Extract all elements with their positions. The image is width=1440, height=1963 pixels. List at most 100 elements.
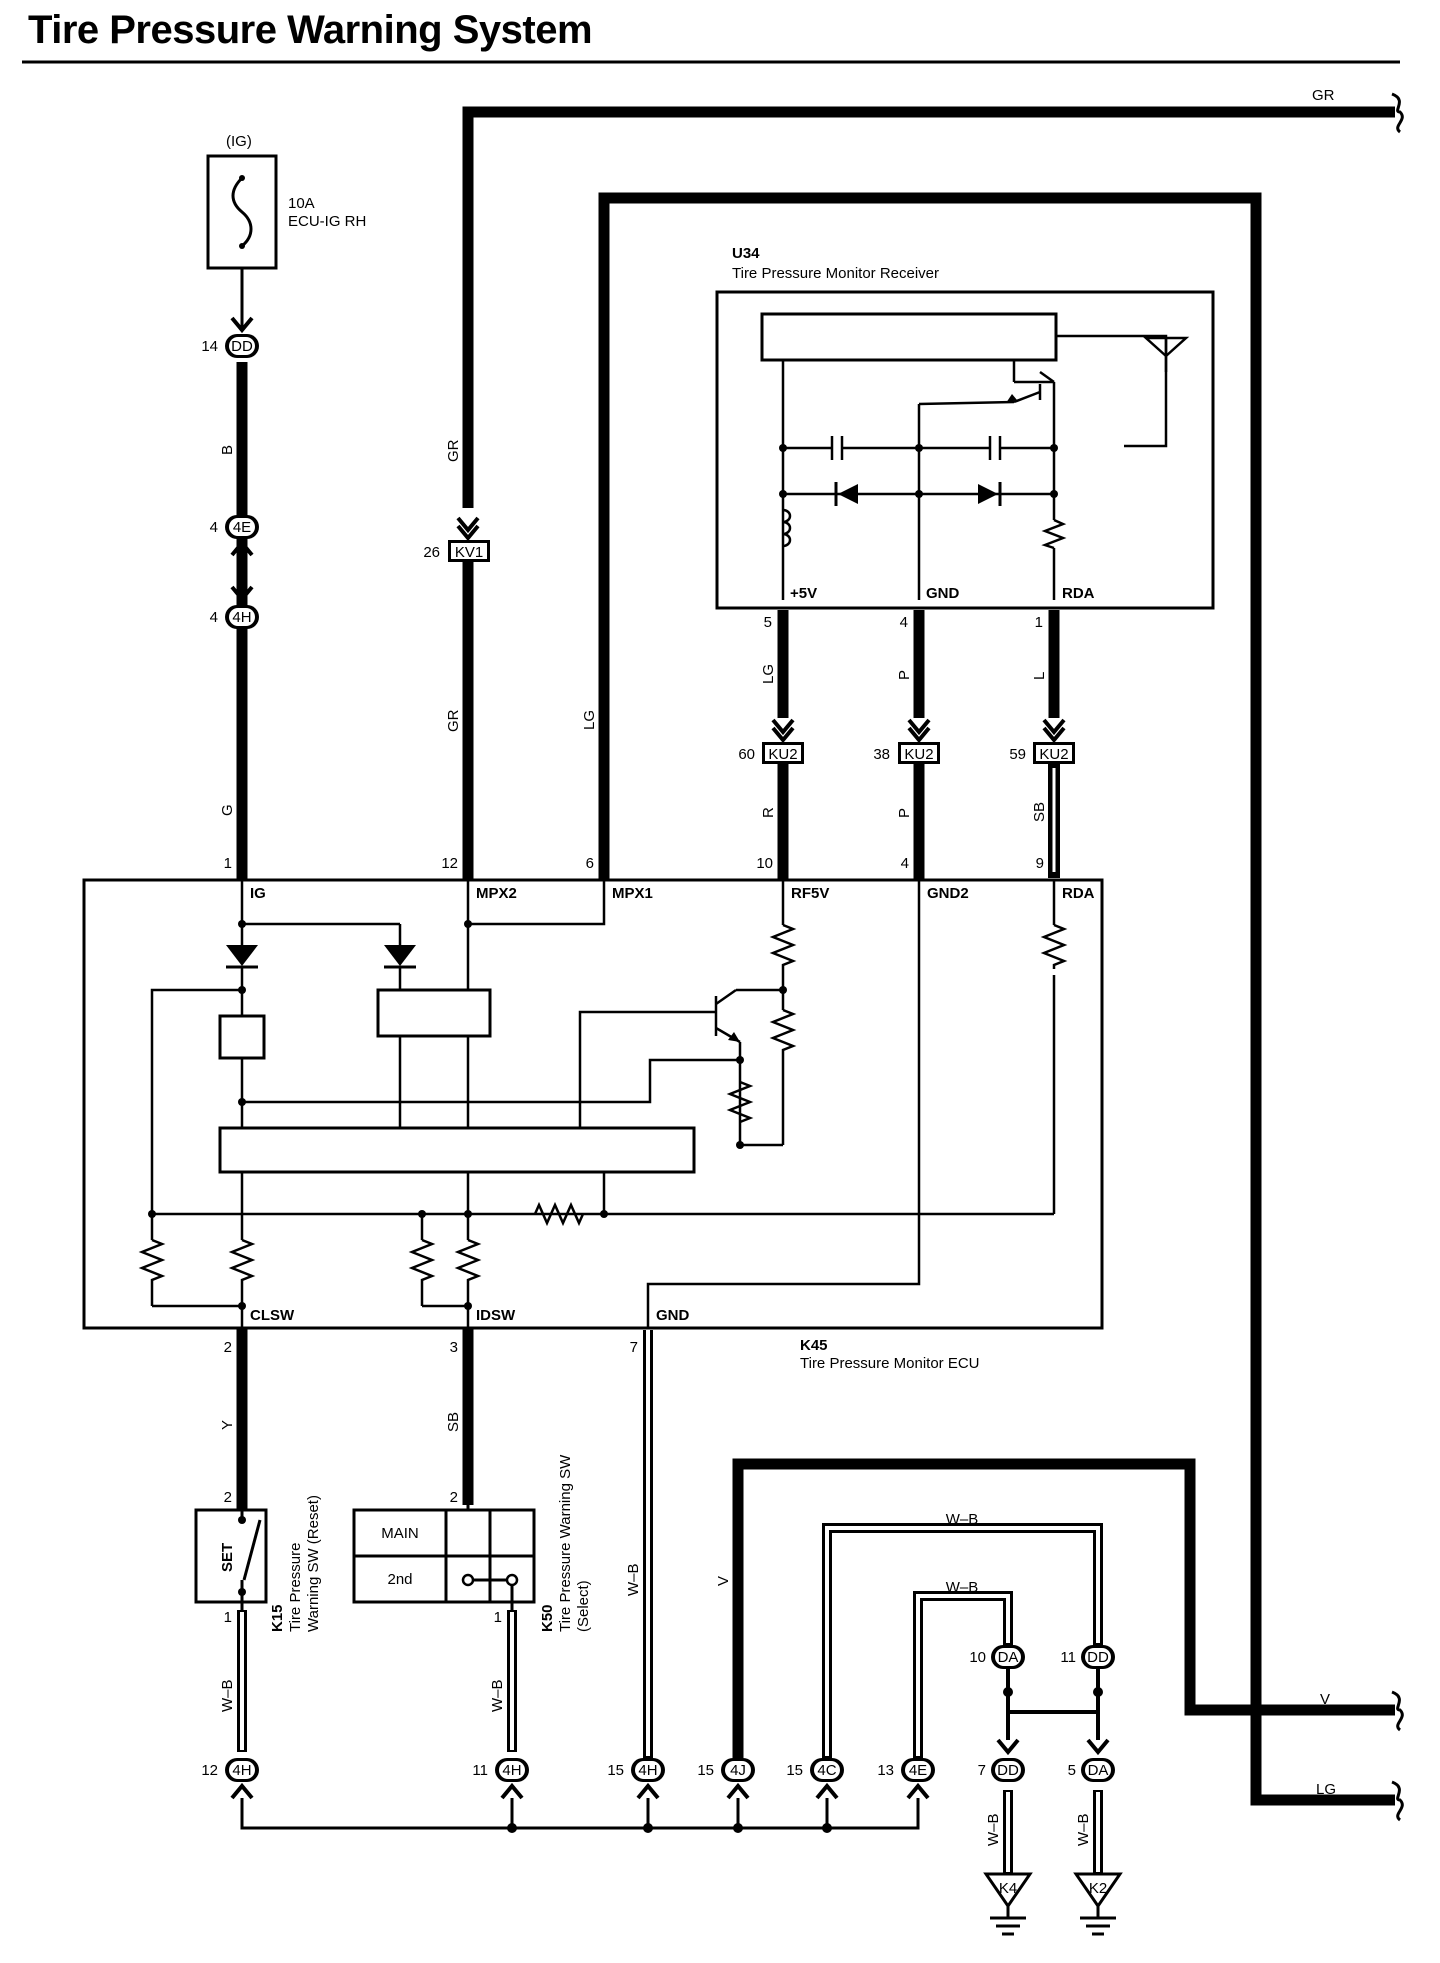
ecu-term-rda: RDA (1062, 885, 1095, 902)
ecu-name: Tire Pressure Monitor ECU (800, 1355, 980, 1372)
wire-label-lg-mpx1: LG (581, 710, 598, 730)
svg-text:KV1: KV1 (455, 544, 483, 561)
svg-text:59: 59 (1009, 746, 1026, 763)
connector-kv1-26: KV1 26 (423, 516, 490, 562)
wire-label-wb-k4: W–B (985, 1813, 1002, 1846)
wire-label-v-right: V (1320, 1691, 1330, 1708)
ecu-term-mpx1: MPX1 (612, 885, 653, 902)
ecu-k45 (82, 878, 1104, 1330)
wire-label-gr-upper: GR (445, 439, 462, 462)
receiver-term-5v: +5V (790, 585, 817, 602)
connector-4h-15: 4H 15 (607, 1758, 665, 1800)
wire-label-p-rcv: P (896, 670, 913, 680)
ecu-term-gnd: GND (656, 1307, 690, 1324)
wire-label-y: Y (219, 1420, 236, 1430)
switch-set-label: SET (219, 1543, 236, 1572)
k50-name-1: Tire Pressure Warning SW (557, 1454, 574, 1632)
svg-text:13: 13 (877, 1762, 894, 1779)
connector-da-10: DA 10 (969, 1645, 1025, 1669)
svg-text:DA: DA (998, 1649, 1019, 1666)
connector-dd-7: DD 7 (978, 1758, 1025, 1782)
ecu-code: K45 (800, 1337, 828, 1354)
connector-da-5: DA 5 (1068, 1758, 1115, 1782)
wire-label-r: R (760, 807, 777, 818)
fuse-source-label: (IG) (226, 133, 252, 150)
svg-text:4E: 4E (909, 1762, 927, 1779)
k15-name-2: Warning SW (Reset) (305, 1495, 322, 1632)
connector-4h-11: 4H 11 (472, 1758, 529, 1800)
ecu-term-clsw: CLSW (250, 1307, 295, 1324)
svg-text:4H: 4H (502, 1762, 521, 1779)
ecu-term-rf5v: RF5V (791, 885, 829, 902)
connector-4e-4: 4E 4 (210, 515, 259, 603)
svg-text:4H: 4H (232, 1762, 251, 1779)
ecu-pin-7: 7 (630, 1339, 638, 1356)
wire-label-wb-k50: W–B (489, 1679, 506, 1712)
svg-text:KU2: KU2 (1039, 746, 1068, 763)
k15-pin-1: 1 (224, 1609, 232, 1626)
ground-k4-symbol (983, 1872, 1033, 1936)
wire-label-wb-gnd: W–B (625, 1563, 642, 1596)
connector-dd-11: DD 11 (1060, 1645, 1115, 1669)
svg-text:4E: 4E (233, 519, 251, 536)
svg-text:15: 15 (697, 1762, 714, 1779)
switch-k50-select (352, 1502, 536, 1610)
junction-dots (1003, 1687, 1103, 1697)
svg-text:12: 12 (201, 1762, 218, 1779)
k50-code: K50 (539, 1604, 556, 1632)
wire-label-sb-ecu: SB (1031, 802, 1048, 822)
connector-4e-13: 4E 13 (877, 1758, 935, 1800)
connector-ku2-59: KU2 59 (1009, 718, 1075, 764)
receiver-zeners (779, 394, 1058, 506)
switch-k50-dots (461, 1573, 519, 1587)
wb-wires (237, 1330, 1103, 1874)
wire-label-wb-inner: W–B (946, 1579, 979, 1596)
connector-ku2-38: KU2 38 (873, 718, 940, 764)
k50-pin-1: 1 (494, 1609, 502, 1626)
svg-text:11: 11 (472, 1762, 488, 1779)
ground-bus (240, 1798, 920, 1830)
svg-text:4H: 4H (638, 1762, 657, 1779)
svg-text:26: 26 (423, 544, 440, 561)
wire-label-p-ecu: P (896, 808, 913, 818)
k50-row-main: MAIN (381, 1525, 419, 1542)
k50-name-2: (Select) (575, 1580, 592, 1632)
ecu-term-gnd2: GND2 (927, 885, 969, 902)
k50-pin-2: 2 (450, 1489, 458, 1506)
wire-label-lg-rcv: LG (760, 664, 777, 684)
connector-dd-14: DD 14 (201, 316, 259, 358)
ecu-pin-9: 9 (1036, 855, 1044, 872)
svg-text:4H: 4H (232, 609, 251, 626)
svg-text:7: 7 (978, 1762, 986, 1779)
svg-text:15: 15 (786, 1762, 803, 1779)
fuse-name-label: ECU-IG RH (288, 213, 366, 230)
ground-k2-symbol (1073, 1872, 1123, 1936)
wire-label-l-rcv: L (1031, 672, 1048, 680)
svg-text:38: 38 (873, 746, 890, 763)
svg-text:DD: DD (1087, 1649, 1109, 1666)
junction-da-dd (996, 1669, 1110, 1756)
svg-text:11: 11 (1060, 1649, 1076, 1666)
connector-4h-4: 4H 4 (210, 605, 259, 629)
ground-k2-label: K2 (1089, 1880, 1107, 1897)
ground-k4-label: K4 (999, 1880, 1017, 1897)
svg-text:15: 15 (607, 1762, 624, 1779)
svg-text:DD: DD (231, 338, 253, 355)
switch-k15-dots (238, 1516, 246, 1596)
ecu-pin-4: 4 (901, 855, 909, 872)
ecu-pin-10: 10 (756, 855, 773, 872)
wire-label-lg-right: LG (1316, 1781, 1336, 1798)
wire-label-b: B (219, 445, 236, 455)
ecu-pin-6: 6 (586, 855, 594, 872)
receiver-pin-5: 5 (764, 614, 772, 631)
receiver-pin-1: 1 (1035, 614, 1043, 631)
ecu-pin-2: 2 (224, 1339, 232, 1356)
svg-text:DA: DA (1088, 1762, 1109, 1779)
svg-text:KU2: KU2 (904, 746, 933, 763)
svg-text:14: 14 (201, 338, 218, 355)
wire-label-wb-k15: W–B (219, 1679, 236, 1712)
svg-text:4J: 4J (730, 1762, 746, 1779)
receiver-code: U34 (732, 245, 760, 262)
